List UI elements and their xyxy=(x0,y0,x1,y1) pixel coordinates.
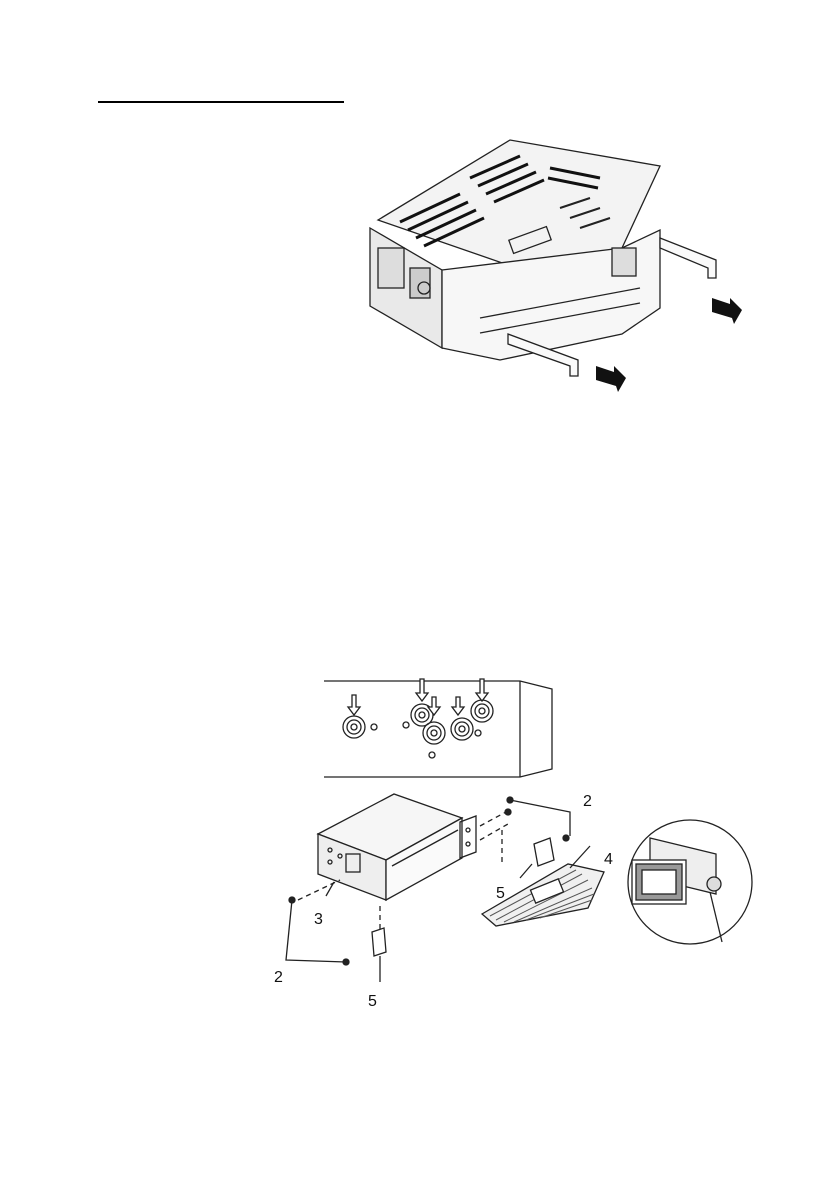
callout-5-top: 5 xyxy=(496,885,505,902)
clip-bracket-top xyxy=(534,838,554,866)
arrow-icon xyxy=(712,298,742,324)
callout-2-top: 2 xyxy=(583,793,592,810)
rca-jack xyxy=(451,718,473,740)
down-arrow-icon xyxy=(416,679,428,701)
down-arrow-icon xyxy=(428,697,440,715)
removal-key-top xyxy=(660,238,716,278)
callout-2-bottom: 2 xyxy=(274,969,283,986)
heading-underline xyxy=(98,101,344,103)
installation-illustration: 2 4 5 3 2 5 xyxy=(270,782,770,1017)
down-arrow-icon xyxy=(348,695,360,715)
rear-panel-illustration xyxy=(320,673,556,779)
callout-4: 4 xyxy=(604,851,613,868)
unit-removal-illustration xyxy=(360,138,754,398)
down-arrow-icon xyxy=(476,679,488,701)
clip-bracket-bottom xyxy=(372,928,386,956)
down-arrow-icon xyxy=(452,697,464,715)
rca-jack xyxy=(471,700,493,722)
rca-jack xyxy=(343,716,365,738)
arrow-icon xyxy=(596,366,626,392)
rca-jack xyxy=(423,722,445,744)
callout-3: 3 xyxy=(314,911,323,928)
callout-5-bottom: 5 xyxy=(368,993,377,1010)
